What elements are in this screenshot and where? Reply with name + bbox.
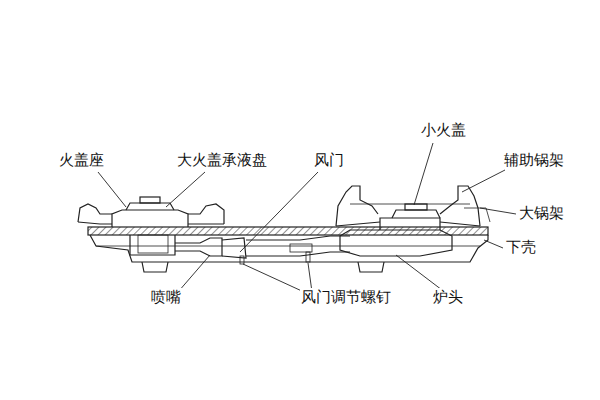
air-door [222,238,246,258]
label-anchor: 下壳 [505,238,537,256]
label-anchor: 风门 [313,151,345,169]
cap-seat [112,210,188,227]
part-label: 炉头 [432,288,464,306]
small-cap [392,210,440,218]
part-label: 大火盖承液盘 [176,151,268,169]
lower-shell [90,235,488,262]
part-label: 喷嘴 [150,288,182,306]
label-anchor: 风门调节螺钉 [300,288,392,306]
pot-support [188,204,224,224]
part-label: 小火盖 [420,121,467,139]
leader-lines [98,143,516,292]
label-anchor: 大锅架 [518,204,565,222]
label-anchor: 小火盖 [420,121,467,139]
pot-support [440,186,480,226]
aux-support [350,204,470,205]
foot [142,262,168,272]
label-anchor: 火盖座 [58,151,105,169]
part-label: 下壳 [505,238,537,256]
foot [358,262,384,272]
burner-head [340,230,452,256]
top-panel [88,227,488,235]
part-label: 辅助锅架 [503,151,565,169]
pot-support [336,186,378,226]
label-anchor: 大火盖承液盘 [176,151,268,169]
label-anchor: 喷嘴 [150,288,182,306]
part-label: 风门调节螺钉 [300,288,392,306]
part-label: 火盖座 [58,151,105,169]
label-anchor: 辅助锅架 [503,151,565,169]
label-anchor: 炉头 [432,288,464,306]
pot-support [78,204,112,222]
mixing-tube [246,236,350,240]
nozzle [175,238,222,256]
part-label: 风门 [313,151,345,169]
part-label: 大锅架 [518,204,565,222]
